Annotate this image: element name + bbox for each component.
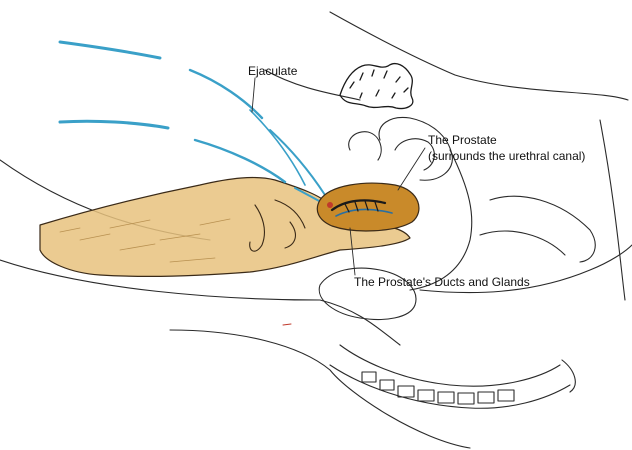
red-mark <box>283 324 291 325</box>
label-prostate-subtitle: (surrounds the urethral canal) <box>428 149 585 163</box>
label-ejaculate: Ejaculate <box>248 64 297 78</box>
label-prostate-title: The Prostate <box>428 133 497 147</box>
pubic-hair <box>340 64 413 109</box>
colon <box>330 345 575 408</box>
prostate <box>317 183 419 231</box>
label-ducts-glands: The Prostate's Ducts and Glands <box>354 275 530 289</box>
